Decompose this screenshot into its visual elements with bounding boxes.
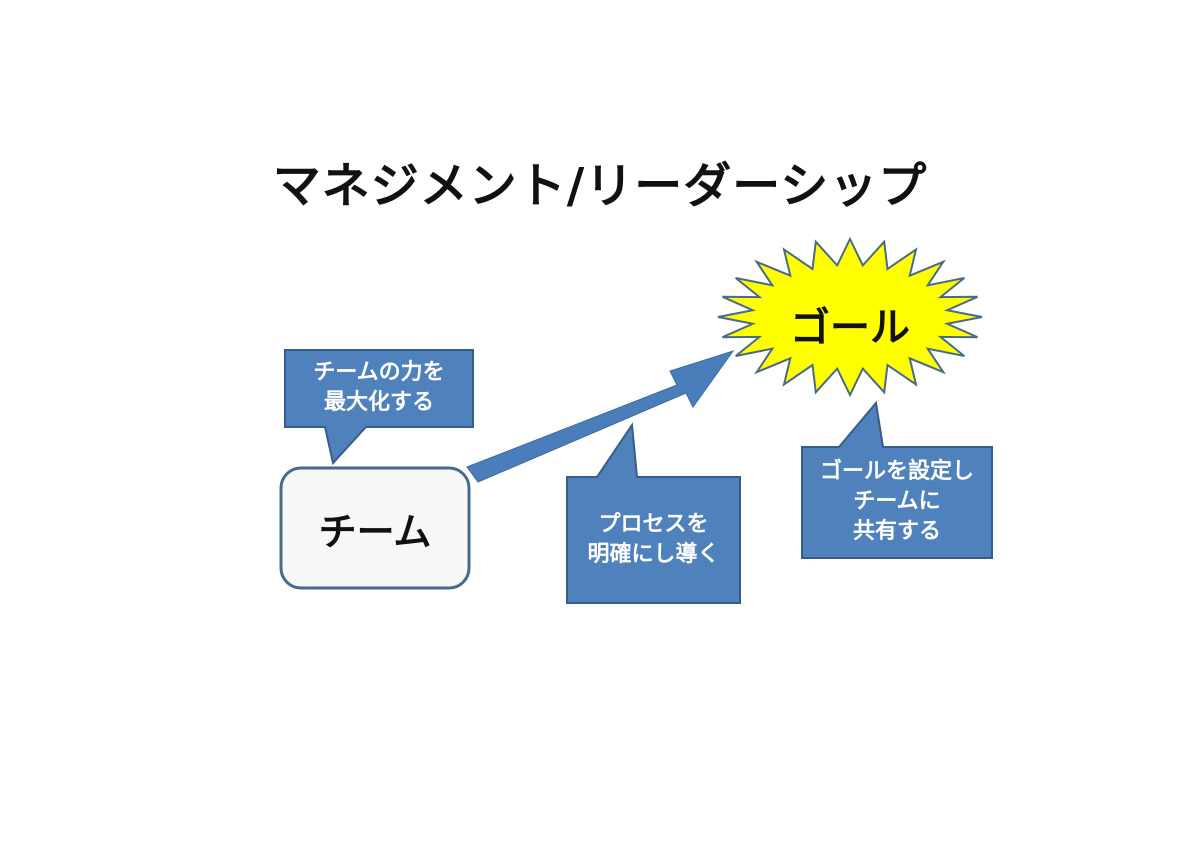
- callout-line: プロセスを: [598, 512, 709, 537]
- callout-process-text: プロセスを 明確にし導く: [567, 510, 740, 570]
- team-label: チーム: [318, 509, 432, 554]
- callout-line: 明確にし導く: [587, 542, 720, 567]
- callout-line: 共有する: [852, 519, 941, 544]
- callout-goal-share-text: ゴールを設定し チームに 共有する: [802, 457, 992, 547]
- team-box: [279, 466, 471, 590]
- goal-starburst: [717, 236, 983, 398]
- callout-team-power-shape: [284, 349, 474, 466]
- callout-line: チームに: [853, 489, 941, 514]
- callout-process-shape: [566, 422, 741, 604]
- slide-title: マネジメント/リーダーシップ: [272, 158, 928, 214]
- callout-line: 最大化する: [323, 390, 434, 415]
- goal-label: ゴール: [790, 305, 910, 351]
- callout-line: ゴールを設定し: [819, 459, 974, 484]
- progress-arrow: [466, 350, 735, 483]
- callout-line: チームの力を: [313, 360, 445, 385]
- callout-goal-share-shape: [801, 400, 993, 559]
- callout-team-power-text: チームの力を 最大化する: [285, 358, 473, 418]
